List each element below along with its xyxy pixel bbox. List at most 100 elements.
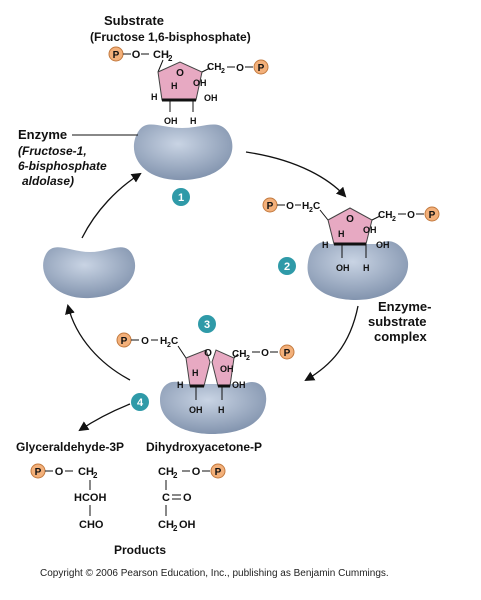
arrow-to-cleavage — [304, 305, 359, 382]
product-left-name: Glyceraldehyde-3P — [16, 440, 124, 454]
fructose-ring-top: O — [157, 61, 203, 102]
svg-text:CHO: CHO — [79, 519, 104, 531]
svg-text:2: 2 — [221, 68, 225, 75]
glyceraldehyde-3p-structure: P O CH 2 HCOH CHO — [30, 463, 106, 531]
svg-text:O: O — [346, 214, 354, 225]
arrow-to-top — [81, 172, 142, 239]
svg-text:O: O — [236, 63, 244, 74]
phosphate-group-bottom-left: P — [116, 332, 132, 348]
svg-text:2: 2 — [246, 355, 250, 362]
svg-text:OH: OH — [363, 225, 377, 235]
svg-text:H: H — [363, 263, 370, 273]
svg-text:C: C — [162, 492, 170, 504]
ring-oxygen: O — [176, 68, 184, 79]
svg-text:2: 2 — [167, 342, 171, 349]
svg-text:H: H — [160, 336, 167, 347]
svg-text:OH: OH — [179, 519, 196, 531]
svg-text:1: 1 — [178, 192, 184, 204]
products-title: Products — [114, 543, 166, 557]
svg-text:H: H — [190, 116, 197, 126]
svg-text:P: P — [113, 50, 120, 61]
svg-text:H: H — [322, 240, 329, 250]
svg-text:H: H — [192, 368, 199, 378]
arrow-to-free-enzyme — [65, 304, 131, 381]
svg-text:O: O — [183, 492, 192, 504]
svg-text:O: O — [286, 201, 294, 212]
svg-text:H: H — [302, 201, 309, 212]
svg-text:OH: OH — [220, 364, 234, 374]
step-2-badge: 2 — [278, 257, 296, 275]
svg-text:P: P — [258, 63, 265, 74]
svg-text:2: 2 — [309, 207, 313, 214]
step-1-badge: 1 — [172, 188, 190, 206]
enzyme-name-line2: 6-bisphosphate — [18, 159, 107, 173]
svg-text:O: O — [141, 336, 149, 347]
step-3-badge: 3 — [198, 315, 216, 333]
svg-text:H: H — [338, 229, 345, 239]
svg-text:P: P — [121, 336, 128, 347]
arrow-to-complex — [245, 151, 347, 198]
enzyme-top — [133, 124, 233, 181]
svg-text:OH: OH — [204, 93, 218, 103]
copyright-text: Copyright © 2006 Pearson Education, Inc.… — [40, 568, 389, 579]
svg-text:H: H — [151, 92, 158, 102]
enzyme-right — [307, 241, 409, 300]
svg-text:CH: CH — [158, 466, 174, 478]
fructose-ring-complex: O — [327, 207, 373, 246]
fructose-ring-split: O — [185, 348, 235, 388]
svg-text:O: O — [192, 466, 201, 478]
svg-text:OH: OH — [193, 78, 207, 88]
svg-text:OH: OH — [376, 240, 390, 250]
substrate-title: Substrate — [104, 13, 164, 28]
svg-text:O: O — [55, 466, 64, 478]
phosphate-group-right-left: P — [262, 197, 278, 213]
svg-text:H: H — [171, 81, 178, 91]
svg-text:2: 2 — [93, 471, 98, 480]
svg-text:P: P — [284, 348, 291, 359]
svg-text:CH: CH — [158, 519, 174, 531]
svg-text:C: C — [313, 201, 320, 212]
svg-text:2: 2 — [173, 471, 178, 480]
phosphate-group-right-right: P — [424, 206, 440, 222]
svg-text:HCOH: HCOH — [74, 492, 106, 504]
svg-text:O: O — [407, 210, 415, 221]
enzyme-left — [43, 247, 136, 299]
svg-text:2: 2 — [284, 261, 290, 273]
svg-text:2: 2 — [173, 524, 178, 533]
svg-text:H: H — [177, 380, 184, 390]
svg-text:CH: CH — [232, 349, 246, 360]
phosphate-group-bottom-right: P — [279, 344, 295, 360]
dihydroxyacetone-p-structure: CH 2 O P C O CH 2 OH — [158, 463, 226, 533]
svg-text:C: C — [171, 336, 178, 347]
complex-label-line3: complex — [374, 329, 428, 344]
enzyme-name-line3: aldolase) — [22, 174, 74, 188]
svg-text:P: P — [267, 201, 274, 212]
complex-label-line2: substrate — [368, 314, 427, 329]
ch2-label: CH — [153, 49, 169, 61]
svg-text:CH: CH — [378, 210, 392, 221]
svg-text:P: P — [429, 210, 436, 221]
svg-text:H: H — [218, 405, 225, 415]
svg-text:OH: OH — [232, 380, 246, 390]
substrate-subtitle: (Fructose 1,6-bisphosphate) — [90, 30, 251, 44]
svg-text:CH: CH — [78, 466, 94, 478]
svg-text:O: O — [261, 348, 269, 359]
svg-text:2: 2 — [392, 216, 396, 223]
svg-text:OH: OH — [189, 405, 203, 415]
phosphate-group-top-right: P — [253, 59, 269, 75]
step-4-badge: 4 — [131, 393, 149, 411]
oxygen-label: O — [132, 49, 141, 61]
arrow-to-products — [78, 403, 131, 432]
complex-label-line1: Enzyme- — [378, 299, 431, 314]
svg-text:P: P — [35, 467, 42, 478]
enzyme-bottom — [160, 381, 267, 434]
svg-text:4: 4 — [137, 397, 144, 409]
svg-text:O: O — [204, 348, 212, 359]
enzyme-title: Enzyme — [18, 127, 67, 142]
svg-text:OH: OH — [336, 263, 350, 273]
product-right-name: Dihydroxyacetone-P — [146, 440, 262, 454]
svg-text:CH: CH — [207, 62, 221, 73]
svg-text:3: 3 — [204, 319, 210, 331]
enzyme-name-line1: (Fructose-1, — [18, 144, 87, 158]
svg-text:OH: OH — [164, 116, 178, 126]
